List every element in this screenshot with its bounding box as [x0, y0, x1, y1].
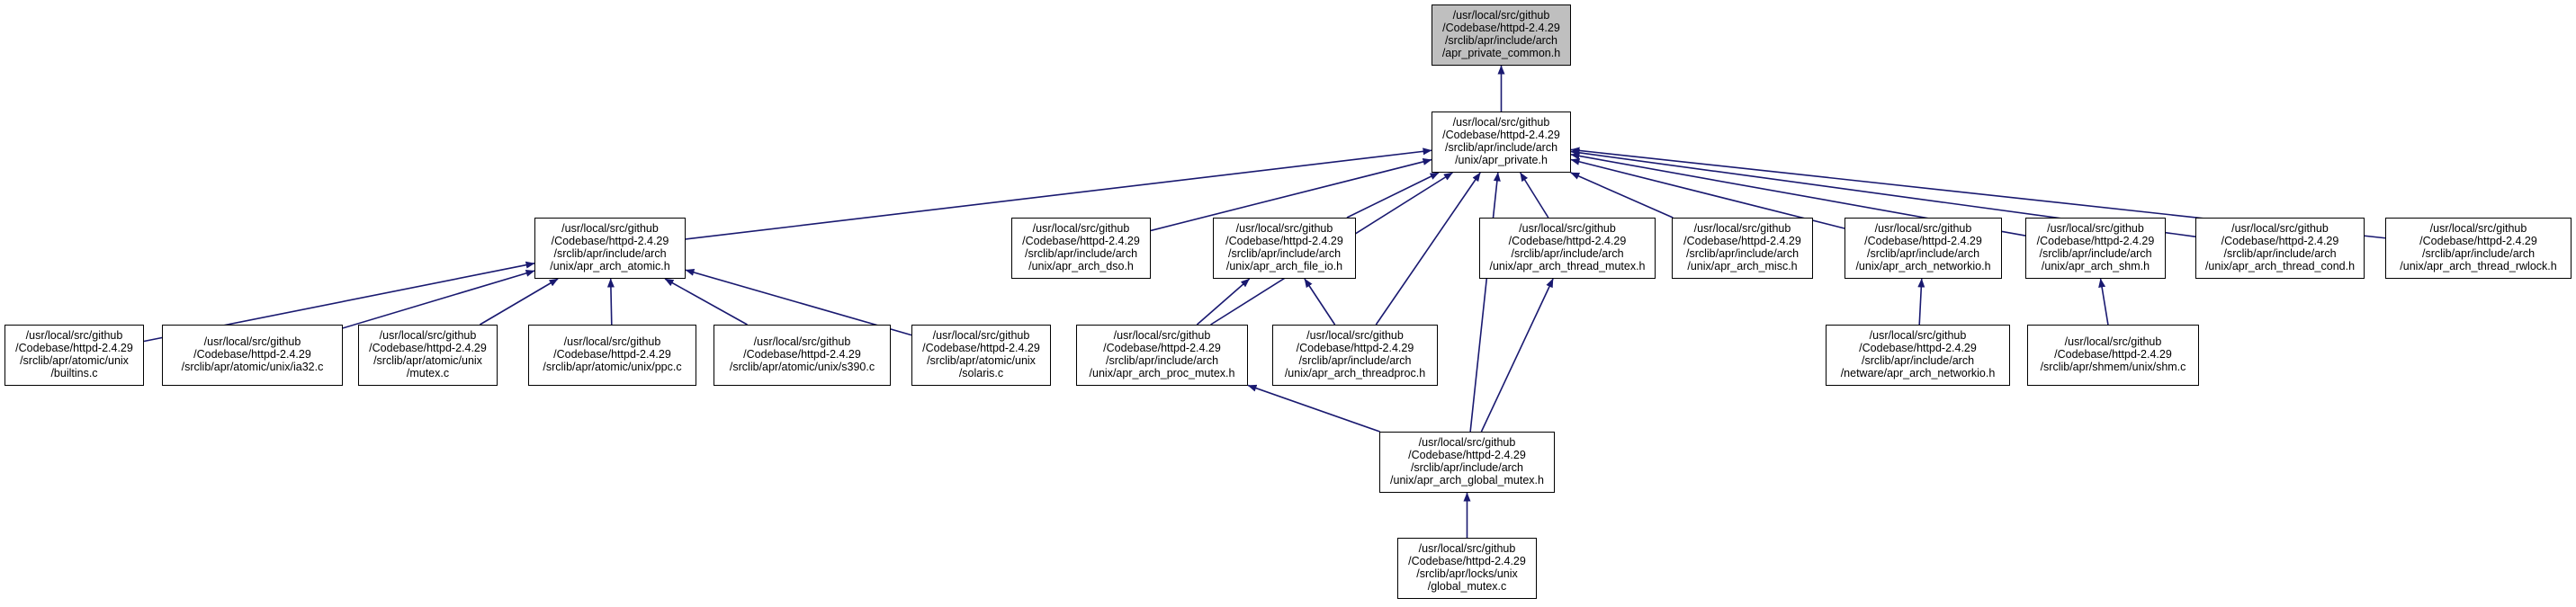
node-apr-arch-threadproc[interactable]: /usr/local/src/github /Codebase/httpd-2.…: [1272, 325, 1438, 386]
dependency-edges: [143, 65, 2386, 538]
edge-solaris_c-to-apr_arch_atomic: [685, 269, 912, 336]
node-label: /usr/local/src/github /Codebase/httpd-2.…: [1022, 222, 1140, 272]
node-apr-private-common[interactable]: /usr/local/src/github /Codebase/httpd-2.…: [1432, 4, 1571, 66]
node-shm-c[interactable]: /usr/local/src/github /Codebase/httpd-2.…: [2027, 325, 2199, 386]
edge-apr_arch_threadproc-to-apr_private: [1375, 172, 1481, 326]
node-label: /usr/local/src/github /Codebase/httpd-2.…: [15, 329, 133, 379]
node-label: /usr/local/src/github /Codebase/httpd-2.…: [1489, 222, 1646, 272]
node-apr-arch-dso[interactable]: /usr/local/src/github /Codebase/httpd-2.…: [1011, 218, 1151, 279]
node-label: /usr/local/src/github /Codebase/httpd-2.…: [922, 329, 1040, 379]
node-apr-arch-global-mutex[interactable]: /usr/local/src/github /Codebase/httpd-2.…: [1379, 432, 1555, 493]
node-label: /usr/local/src/github /Codebase/httpd-2.…: [1855, 222, 1991, 272]
node-label: /usr/local/src/github /Codebase/httpd-2.…: [2204, 222, 2356, 272]
edge-apr_arch_file_io-to-apr_private: [1346, 172, 1440, 219]
node-label: /usr/local/src/github /Codebase/httpd-2.…: [369, 329, 487, 379]
node-apr-arch-file-io[interactable]: /usr/local/src/github /Codebase/httpd-2.…: [1213, 218, 1356, 279]
node-s390-c[interactable]: /usr/local/src/github /Codebase/httpd-2.…: [714, 325, 891, 386]
node-apr-arch-networkio[interactable]: /usr/local/src/github /Codebase/httpd-2.…: [1844, 218, 2002, 279]
node-label: /usr/local/src/github /Codebase/httpd-2.…: [2400, 222, 2557, 272]
node-apr-arch-shm[interactable]: /usr/local/src/github /Codebase/httpd-2.…: [2025, 218, 2166, 279]
node-label: /usr/local/src/github /Codebase/httpd-2.…: [2040, 335, 2186, 373]
node-mutex-c[interactable]: /usr/local/src/github /Codebase/httpd-2.…: [358, 325, 498, 386]
node-label: /usr/local/src/github /Codebase/httpd-2.…: [729, 335, 875, 373]
edge-mutex_c-to-apr_arch_atomic: [479, 278, 559, 326]
node-apr-arch-thread-rwlock[interactable]: /usr/local/src/github /Codebase/httpd-2.…: [2385, 218, 2572, 279]
edge-apr_arch_global_mutex-to-apr_arch_thread_mutex: [1480, 278, 1554, 433]
node-label: /usr/local/src/github /Codebase/httpd-2.…: [1840, 329, 1996, 379]
edge-s390_c-to-apr_arch_atomic: [664, 278, 748, 326]
edge-ppc_c-to-apr_arch_atomic: [606, 278, 615, 326]
node-label: /usr/local/src/github /Codebase/httpd-2.…: [1408, 542, 1526, 593]
node-label: /usr/local/src/github /Codebase/httpd-2.…: [1089, 329, 1235, 379]
edge-apr_arch_atomic-to-apr_private: [685, 147, 1432, 240]
node-label: /usr/local/src/github /Codebase/httpd-2.…: [550, 222, 670, 272]
node-label: /usr/local/src/github /Codebase/httpd-2.…: [1390, 436, 1544, 486]
node-label: /usr/local/src/github /Codebase/httpd-2.…: [2036, 222, 2155, 272]
edge-apr_arch_dso-to-apr_private: [1150, 158, 1432, 232]
node-label: /usr/local/src/github /Codebase/httpd-2.…: [543, 335, 682, 373]
node-apr-arch-atomic[interactable]: /usr/local/src/github /Codebase/httpd-2.…: [534, 218, 686, 279]
node-ppc-c[interactable]: /usr/local/src/github /Codebase/httpd-2.…: [528, 325, 696, 386]
edge-apr_arch_global_mutex-to-apr_private: [1469, 172, 1501, 433]
node-label: /usr/local/src/github /Codebase/httpd-2.…: [1442, 116, 1560, 166]
node-label: /usr/local/src/github /Codebase/httpd-2.…: [1225, 222, 1343, 272]
node-builtins-c[interactable]: /usr/local/src/github /Codebase/httpd-2.…: [4, 325, 144, 386]
node-ia32-c[interactable]: /usr/local/src/github /Codebase/httpd-2.…: [162, 325, 343, 386]
node-apr-arch-thread-mutex[interactable]: /usr/local/src/github /Codebase/httpd-2.…: [1479, 218, 1656, 279]
edge-apr_arch_misc-to-apr_private: [1570, 172, 1674, 219]
edge-shm_c-to-apr_arch_shm: [2098, 278, 2109, 326]
node-apr-arch-thread-cond[interactable]: /usr/local/src/github /Codebase/httpd-2.…: [2195, 218, 2365, 279]
edge-apr_arch_proc_mutex-to-apr_arch_file_io: [1196, 278, 1251, 326]
node-label: /usr/local/src/github /Codebase/httpd-2.…: [1683, 222, 1801, 272]
edge-apr_arch_threadproc-to-apr_arch_file_io: [1304, 278, 1336, 326]
node-apr-private[interactable]: /usr/local/src/github /Codebase/httpd-2.…: [1432, 112, 1571, 173]
node-global-mutex-c[interactable]: /usr/local/src/github /Codebase/httpd-2.…: [1397, 538, 1537, 599]
node-label: /usr/local/src/github /Codebase/httpd-2.…: [1284, 329, 1426, 379]
node-apr-arch-proc-mutex[interactable]: /usr/local/src/github /Codebase/httpd-2.…: [1076, 325, 1248, 386]
edge-apr_arch_global_mutex-to-apr_arch_proc_mutex: [1247, 384, 1380, 433]
edge-apr_arch_thread_mutex-to-apr_private: [1519, 172, 1549, 219]
edge-ia32_c-to-apr_arch_atomic: [342, 270, 535, 329]
edge-apr_arch_networkio-to-apr_private: [1570, 157, 1845, 229]
node-netware-networkio[interactable]: /usr/local/src/github /Codebase/httpd-2.…: [1826, 325, 2010, 386]
node-apr-arch-misc[interactable]: /usr/local/src/github /Codebase/httpd-2.…: [1672, 218, 1813, 279]
edge-netware_networkio-to-apr_arch_networkio: [1917, 278, 1925, 326]
node-label: /usr/local/src/github /Codebase/httpd-2.…: [1441, 9, 1561, 59]
node-solaris-c[interactable]: /usr/local/src/github /Codebase/httpd-2.…: [911, 325, 1051, 386]
node-label: /usr/local/src/github /Codebase/httpd-2.…: [181, 335, 324, 373]
